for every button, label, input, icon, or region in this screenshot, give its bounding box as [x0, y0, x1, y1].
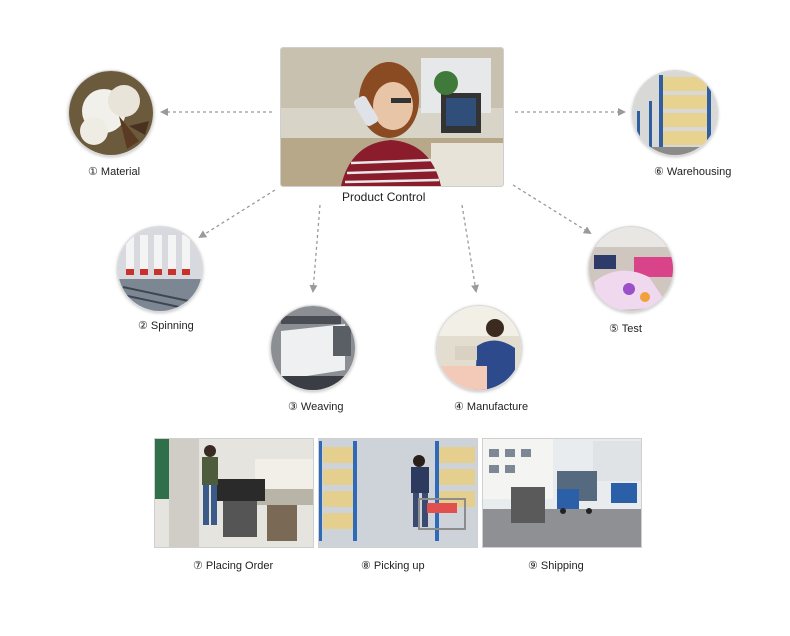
- test-photo: [588, 226, 674, 312]
- picking-up-photo: [318, 438, 478, 548]
- arrow-to-spinning: [198, 189, 276, 239]
- step-label-spinning: ② Spinning: [138, 320, 194, 332]
- center-label: Product Control: [342, 190, 426, 204]
- product-control-photo: [280, 47, 504, 187]
- step-label-placing-order: ⑦ Placing Order: [193, 560, 274, 572]
- weaving-photo: [270, 305, 356, 391]
- step-label-manufacture: ④ Manufacture: [454, 401, 529, 413]
- step-label-warehousing: ⑥ Warehousing: [654, 166, 732, 178]
- warehousing-photo: [632, 70, 718, 156]
- step-label-test: ⑤ Test: [609, 323, 642, 335]
- arrow-to-test: [512, 184, 592, 235]
- step-label-picking-up: ⑧ Picking up: [361, 560, 425, 572]
- placing-order-photo: [154, 438, 314, 548]
- material-photo: [68, 70, 154, 156]
- arrow-to-manufacture: [461, 204, 479, 293]
- shipping-photo: [482, 438, 642, 548]
- step-label-shipping: ⑨ Shipping: [528, 560, 584, 572]
- arrow-to-weaving: [309, 204, 321, 293]
- manufacture-photo: [436, 305, 522, 391]
- step-label-weaving: ③ Weaving: [288, 401, 344, 413]
- spinning-photo: [117, 226, 203, 312]
- step-label-material: ① Material: [88, 166, 141, 178]
